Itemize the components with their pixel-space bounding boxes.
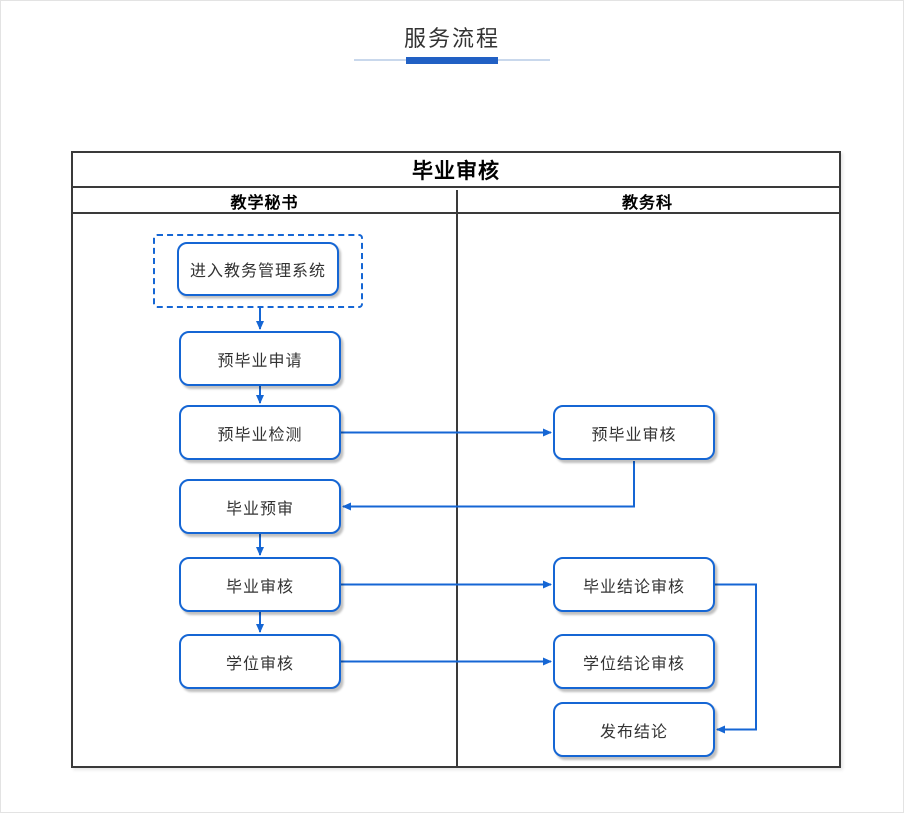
lane-header-teaching-secretary: 教学秘书: [230, 195, 299, 212]
node-grad-conclusion-audit: 毕业结论审核: [553, 557, 715, 612]
lane-divider: [456, 190, 458, 766]
flowchart-title: 毕业审核: [73, 153, 839, 188]
node-pre-grad-audit: 预毕业审核: [553, 405, 715, 460]
node-enter-system: 进入教务管理系统: [177, 242, 339, 296]
node-grad-review: 毕业审核: [179, 557, 341, 612]
node-publish-conclusion: 发布结论: [553, 702, 715, 757]
lane-header-academic-affairs: 教务科: [621, 195, 673, 212]
title-underline-accent-bar: [406, 57, 498, 64]
flowchart-frame: 毕业审核 教学秘书 教务科: [71, 151, 841, 768]
node-degree-review: 学位审核: [179, 634, 341, 689]
node-pre-grad-apply: 预毕业申请: [179, 331, 341, 386]
arrow-gradconclusion-to-publish: [715, 583, 757, 734]
page-title: 服务流程: [403, 26, 500, 51]
node-grad-pre-review: 毕业预审: [179, 479, 341, 534]
start-node-dashed-outline: [153, 234, 363, 308]
title-underline: [354, 56, 550, 64]
node-degree-conclusion-audit: 学位结论审核: [553, 634, 715, 689]
arrow-preaudit-to-prereview: [342, 461, 635, 511]
node-pre-grad-check: 预毕业检测: [179, 405, 341, 460]
